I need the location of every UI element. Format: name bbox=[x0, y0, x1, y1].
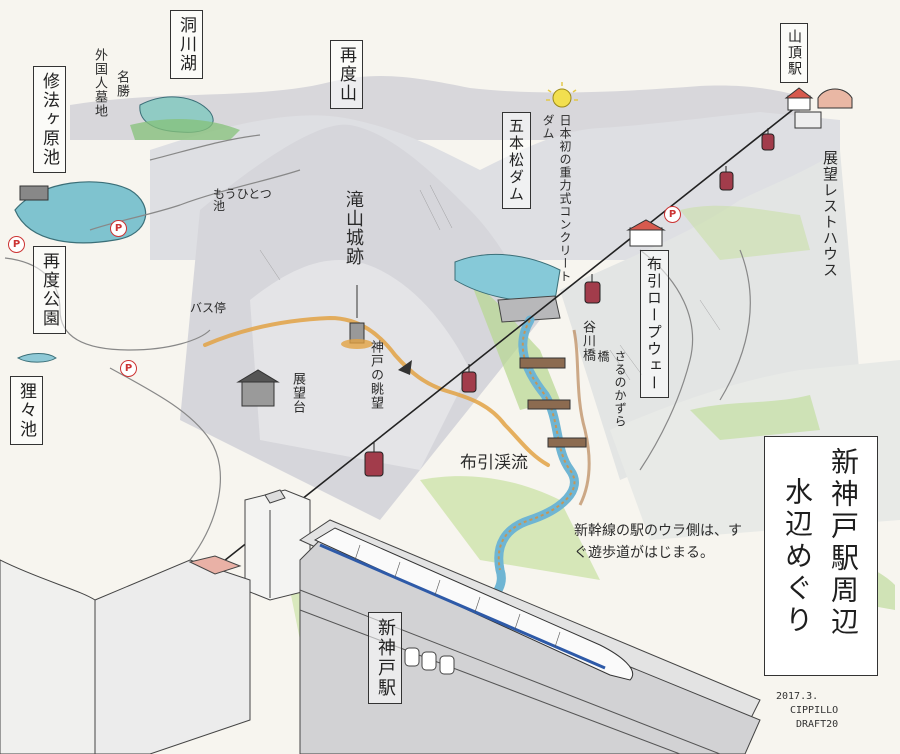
label-saitai-park: 再度公園 bbox=[33, 246, 66, 334]
label-nunobiki-ropeway: 布引ロープウェー bbox=[640, 250, 669, 398]
label-takiyama-castle-ruins: 滝山城跡 bbox=[343, 190, 364, 266]
map-title-line2: 水辺めぐり bbox=[781, 477, 814, 637]
label-bus-stop: バス停 bbox=[190, 301, 227, 315]
signature-draft: DRAFT20 bbox=[796, 719, 839, 730]
label-saruno-kazura-bridge: さるのかずら橋 bbox=[596, 350, 627, 428]
label-tokawa-lake: 洞川湖 bbox=[170, 10, 203, 79]
parking-icon: P bbox=[8, 236, 25, 253]
label-gohonmatsu-dam: 五本松ダム bbox=[502, 112, 531, 209]
label-view-resthouse: 展望レストハウス bbox=[821, 150, 839, 278]
map-title-box: 新神戸駅周辺 水辺めぐり bbox=[764, 436, 878, 676]
label-sancho-station: 山頂駅 bbox=[780, 23, 808, 83]
label-tanigawa-bridge: 谷川橋 bbox=[580, 320, 595, 362]
label-observatory: 展望台 bbox=[290, 372, 305, 414]
label-dam-note: 日本初の重力式コンクリートダム bbox=[541, 114, 572, 283]
parking-icon: P bbox=[664, 206, 681, 223]
label-mouhitotsu-pond: もうひとつ池 bbox=[213, 187, 272, 213]
label-shinkobe-station: 新神戸駅 bbox=[368, 612, 402, 704]
label-foreign-cemetery: 外国人墓地 bbox=[92, 48, 107, 118]
map-title-line1: 新神戸駅周辺 bbox=[827, 447, 860, 639]
label-meisho: 名勝 bbox=[114, 70, 129, 98]
signature-date: 2017.3. bbox=[776, 691, 819, 702]
label-saitaisan: 再度山 bbox=[330, 40, 363, 109]
parking-icon: P bbox=[120, 360, 137, 377]
signature-name: CIPPILLO bbox=[790, 705, 839, 716]
label-nunobiki-stream: 布引渓流 bbox=[460, 453, 528, 473]
label-shuhogahara-pond: 修法ヶ原池 bbox=[33, 66, 66, 173]
label-tanuki-pond: 狸々池 bbox=[10, 376, 43, 445]
label-kobe-view: 神戸の眺望 bbox=[368, 340, 383, 410]
parking-icon: P bbox=[110, 220, 127, 237]
label-walkway-note: 新幹線の駅のウラ側は、すぐ遊歩道がはじまる。 bbox=[574, 523, 742, 561]
